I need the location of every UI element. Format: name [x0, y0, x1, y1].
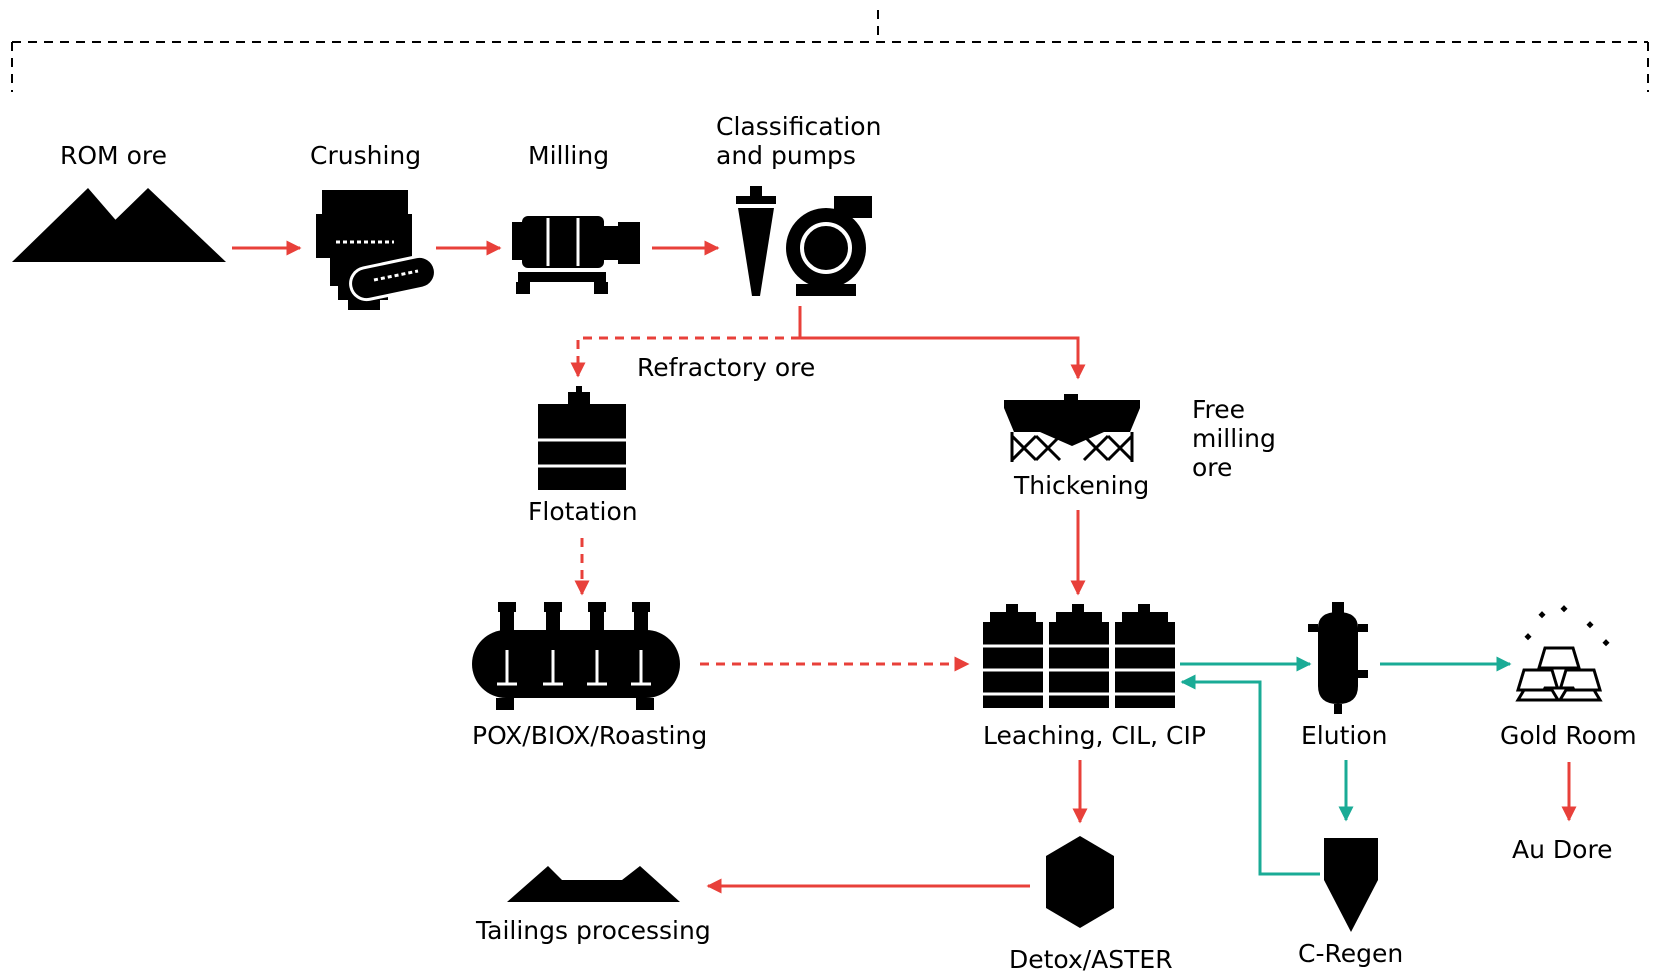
cyclone-pump-icon	[736, 186, 872, 296]
flow-arrows-teal	[1180, 656, 1512, 876]
label-crushing: Crushing	[310, 141, 421, 170]
dashed-frame	[11, 10, 1649, 92]
label-detox: Detox/ASTER	[1009, 945, 1173, 974]
arrow-cregen-to-leaching	[1180, 674, 1320, 876]
autoclave-icon	[472, 602, 680, 710]
label-elution: Elution	[1301, 721, 1387, 750]
label-classification-line2: and pumps	[716, 141, 856, 170]
label-leaching: Leaching, CIL, CIP	[983, 721, 1206, 750]
ore-pile-icon	[12, 188, 226, 262]
ball-mill-icon	[512, 216, 640, 294]
label-flotation: Flotation	[528, 497, 638, 526]
detox-tank-icon	[1046, 836, 1114, 928]
leach-tanks-icon	[983, 604, 1175, 708]
label-free-milling-line3: ore	[1192, 453, 1232, 482]
label-gold-room: Gold Room	[1500, 721, 1637, 750]
label-milling: Milling	[528, 141, 609, 170]
gold-bars-icon	[1515, 605, 1610, 702]
crusher-icon	[316, 190, 437, 310]
label-classification-line1: Classification	[716, 112, 881, 141]
elution-column-icon	[1308, 602, 1368, 714]
label-thickening: Thickening	[1013, 471, 1149, 500]
thickener-icon	[1004, 394, 1140, 462]
label-free-milling-line2: milling	[1192, 424, 1276, 453]
kiln-icon	[1324, 838, 1378, 932]
autoclave-agitators	[498, 602, 650, 636]
label-rom-ore: ROM ore	[60, 141, 167, 170]
arrow-classification-to-flotation	[570, 336, 800, 378]
label-au-dore: Au Dore	[1512, 835, 1613, 864]
label-free-milling-line1: Free	[1192, 395, 1245, 424]
arrow-classification-to-thickening	[798, 306, 1086, 380]
tailings-dam-icon	[507, 866, 680, 902]
flotation-cell-icon	[538, 386, 626, 490]
label-pox: POX/BIOX/Roasting	[472, 721, 707, 750]
label-c-regen: C-Regen	[1298, 939, 1403, 968]
flow-arrows-red	[232, 240, 1577, 894]
label-tailings: Tailings processing	[475, 916, 711, 945]
label-refractory-ore: Refractory ore	[637, 353, 815, 382]
sparkle-icon	[1524, 605, 1610, 647]
